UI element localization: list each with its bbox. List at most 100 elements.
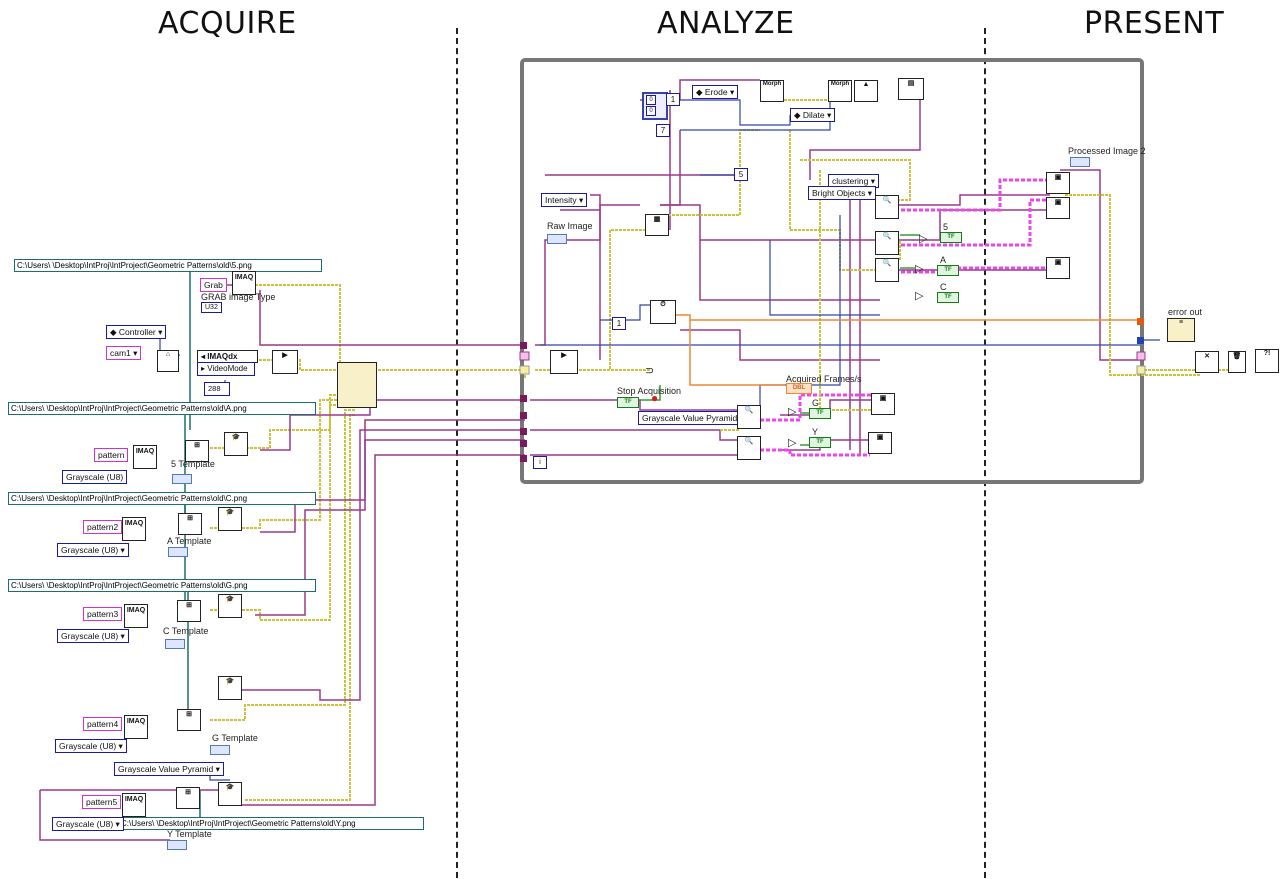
pattern-constant-5[interactable]: pattern5 (82, 795, 121, 809)
overlay-vi-icon-2[interactable]: ▣ (1046, 197, 1070, 219)
structuring-element-array[interactable]: 0 0 (642, 92, 668, 120)
struct-cell-0[interactable]: 0 (646, 95, 656, 105)
path-constant-5[interactable]: C:\Users\ \Desktop\IntProj\IntProject\Ge… (14, 259, 322, 272)
grab-vi-icon[interactable]: ▶ (550, 350, 578, 374)
struct-cell-1[interactable]: 0 (646, 106, 656, 116)
imaq-create-4[interactable]: IMAQ (124, 715, 148, 739)
grayscale-ring-1[interactable]: Grayscale (U8) (62, 470, 127, 484)
read-file-vi-icon-3[interactable]: ⊞ (177, 600, 201, 622)
pyramid-ring-acquire[interactable]: Grayscale Value Pyramid ▾ (114, 762, 224, 776)
overlay-vi-icon-3[interactable]: ▣ (1046, 257, 1070, 279)
stop-acquisition-control[interactable]: TF (617, 397, 639, 408)
learn-pattern-vi-icon-5[interactable]: 🎓 (218, 782, 242, 806)
bundle-cluster-node[interactable] (337, 362, 377, 408)
overlay-vi-icon-1[interactable]: ▣ (1046, 172, 1070, 194)
template-indicator-5 (172, 474, 192, 484)
match-label-G: G (812, 398, 819, 408)
pattern-constant-2[interactable]: pattern2 (83, 520, 122, 534)
match-label-Y: Y (812, 427, 818, 437)
count-constant[interactable]: 5 (734, 168, 748, 181)
read-file-vi-icon-2[interactable]: ⊞ (178, 513, 202, 535)
match-pattern-vi-5[interactable]: 🔍 (737, 436, 761, 460)
learn-pattern-vi-icon-3[interactable]: 🎓 (218, 594, 242, 618)
close-camera-vi-icon[interactable]: ✕ (1195, 351, 1219, 373)
learn-pattern-vi-icon-4[interactable]: 🎓 (218, 676, 242, 700)
imaqdx-label: IMAQdx (207, 352, 237, 361)
raw-image-label: Raw Image (547, 221, 593, 231)
controller-label: Controller (119, 327, 156, 337)
dilate-label: Dilate (803, 110, 825, 120)
grayscale-ring-2[interactable]: Grayscale (U8) ▾ (57, 543, 129, 557)
imaq-create-5[interactable]: IMAQ (122, 793, 146, 817)
morphology-vi-erode[interactable]: Morph (760, 80, 784, 102)
template-label-5: 5 Template (171, 459, 215, 469)
overlay-vi-icon-4[interactable]: ▣ (871, 393, 895, 415)
match-pattern-vi-1[interactable]: 🔍 (875, 195, 899, 219)
grayscale-ring-3[interactable]: Grayscale (U8) ▾ (57, 629, 129, 643)
video-mode-property[interactable]: ▸ VideoMode (197, 362, 255, 376)
imaq-create-2[interactable]: IMAQ (122, 517, 146, 541)
learn-pattern-vi-icon-1[interactable]: 🎓 (224, 432, 248, 456)
template-label-A: A Template (167, 536, 211, 546)
clustering-label: clustering (832, 176, 868, 186)
error-out-label: error out (1168, 307, 1202, 317)
imaq-label: IMAQ (125, 796, 143, 803)
path-constant-Y[interactable]: C:\Users\ \Desktop\IntProj\IntProject\Ge… (118, 817, 424, 830)
intensity-label: Intensity (545, 195, 577, 205)
raw-image-indicator (547, 234, 567, 244)
template-indicator-G (210, 745, 230, 755)
template-indicator-Y (167, 840, 187, 850)
label-particles-vi-icon[interactable]: ▤ (898, 78, 924, 100)
read-file-vi-icon-4[interactable]: ⊞ (177, 709, 201, 731)
pattern-constant-4[interactable]: pattern4 (83, 717, 122, 731)
path-constant-C[interactable]: C:\Users\ \Desktop\IntProj\IntProject\Ge… (8, 492, 316, 505)
match-pattern-vi-3[interactable]: 🔍 (875, 258, 899, 282)
dilate-ring[interactable]: ◆ Dilate ▾ (790, 108, 835, 122)
pyramid-ring-analyze[interactable]: Grayscale Value Pyramid ▾ (638, 411, 748, 425)
morph-label: Morph (763, 81, 781, 87)
match-pattern-vi-2[interactable]: 🔍 (875, 231, 899, 255)
grayscale-label: Grayscale (U8) (56, 819, 113, 829)
cam-label: cam1 (110, 348, 131, 358)
simple-error-handler-icon[interactable]: ?! (1255, 349, 1279, 373)
extract-plane-vi-icon[interactable]: ▦ (645, 214, 669, 236)
configure-grab-vi-icon[interactable]: ▶ (272, 350, 298, 374)
grayscale-ring-5[interactable]: Grayscale (U8) ▾ (52, 817, 124, 831)
dispose-image-vi-icon[interactable]: 🗑 (1228, 351, 1246, 373)
erode-ring[interactable]: ◆ Erode ▾ (692, 85, 738, 99)
pattern-constant-3[interactable]: pattern3 (83, 607, 122, 621)
match-indicator-C: TF (937, 292, 959, 303)
grayscale-ring-4[interactable]: Grayscale (U8) ▾ (55, 739, 127, 753)
bright-objects-ring[interactable]: Bright Objects ▾ (808, 186, 876, 200)
open-camera-vi-icon[interactable]: ⌂ (157, 350, 179, 372)
intensity-ring[interactable]: Intensity ▾ (541, 193, 587, 207)
loop-constant-1[interactable]: 1 (612, 317, 626, 330)
grab-image-type-value[interactable]: U32 (201, 302, 222, 313)
video-mode-value[interactable]: 288 (204, 382, 230, 396)
grayscale-label: Grayscale (U8) (61, 631, 118, 641)
morphology-vi-dilate[interactable]: Morph (828, 80, 852, 102)
iteration-constant[interactable]: 7 (656, 124, 670, 137)
processed-image-indicator (1070, 157, 1090, 167)
frame-rate-vi-icon[interactable]: ⏱ (650, 300, 676, 324)
grab-constant[interactable]: Grab (200, 278, 227, 292)
match-indicator-5: TF (940, 232, 962, 243)
controller-ring[interactable]: ◆ Controller ▾ (106, 325, 166, 339)
path-constant-G[interactable]: C:\Users\ \Desktop\IntProj\IntProject\Ge… (8, 579, 316, 592)
acquired-frames-indicator: DBL (786, 383, 812, 394)
imaq-create-1[interactable]: IMAQ (133, 445, 157, 469)
path-constant-A[interactable]: C:\Users\ \Desktop\IntProj\IntProject\Ge… (8, 402, 316, 415)
overlay-vi-icon-5[interactable]: ▣ (868, 432, 892, 454)
structuring-size-constant[interactable]: 1 (666, 93, 680, 106)
grayscale-label: Grayscale (U8) (61, 545, 118, 555)
match-pattern-vi-4[interactable]: 🔍 (737, 405, 761, 429)
read-file-vi-icon-5[interactable]: ⊞ (176, 787, 200, 809)
imaq-create-3[interactable]: IMAQ (124, 604, 148, 628)
learn-pattern-vi-icon-2[interactable]: 🎓 (218, 507, 242, 531)
grayscale-label: Grayscale (U8) (66, 472, 123, 482)
cam-ring[interactable]: cam1 ▾ (106, 346, 141, 360)
threshold-vi-icon[interactable]: ▲ (854, 80, 878, 102)
or-gate-icon: ⊃ (645, 364, 654, 377)
pattern-constant-1[interactable]: pattern (94, 448, 128, 462)
erode-label: Erode (705, 87, 728, 97)
